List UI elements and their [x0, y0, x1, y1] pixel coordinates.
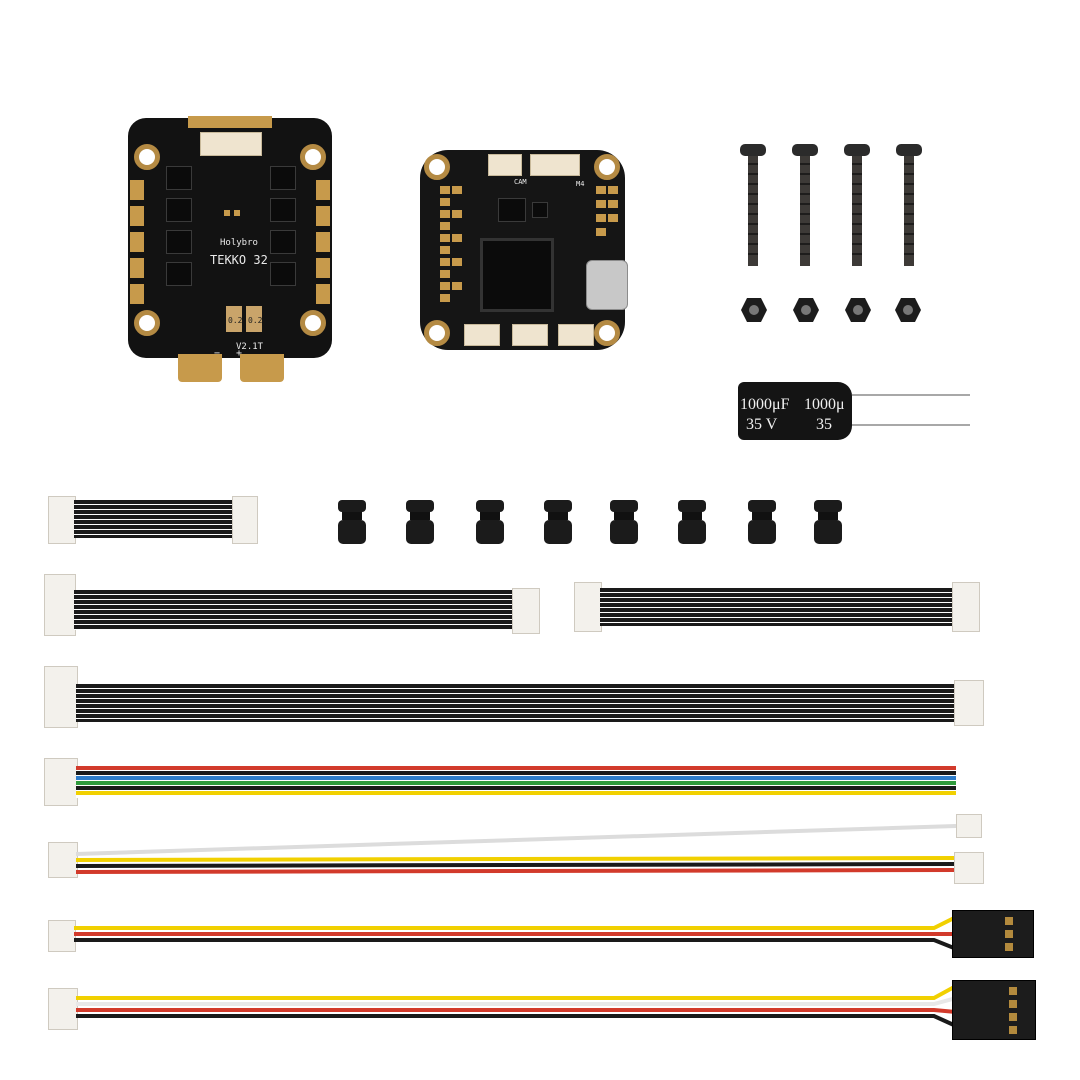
cable-connector: [48, 920, 76, 952]
esc-board: Holybro TEKKO 32 0.2 0.2 V2.1T − +: [128, 116, 332, 382]
esc-plus-label: +: [236, 348, 243, 359]
capacitor-voltage-label-2: 35: [816, 416, 832, 433]
cable-connector: [48, 496, 76, 544]
dupont-connector: [952, 910, 1034, 958]
screw-icon: [792, 144, 818, 266]
rubber-damper-icon: [814, 500, 842, 544]
hex-nut-icon: [895, 298, 921, 322]
rubber-damper-icon: [406, 500, 434, 544]
capacitor-value-label-2: 1000μ: [804, 396, 845, 413]
hex-nut-icon: [845, 298, 871, 322]
capacitor-value-label: 1000μF: [740, 396, 790, 413]
rubber-damper-icon: [338, 500, 366, 544]
hex-nut-icon: [793, 298, 819, 322]
cable-connector: [44, 666, 78, 728]
rubber-damper-icon: [678, 500, 706, 544]
dupont-connector: [952, 980, 1036, 1040]
rubber-damper-icon: [544, 500, 572, 544]
cable-connector: [48, 842, 78, 878]
rubber-damper-icon: [610, 500, 638, 544]
cable-medium-black: [74, 590, 514, 630]
cable-connector: [44, 574, 76, 636]
hex-nut-icon: [741, 298, 767, 322]
esc-version-label: V2.1T: [236, 342, 264, 352]
screw-icon: [844, 144, 870, 266]
cable-short-black: [74, 500, 232, 538]
cable-split-4wire: [76, 824, 957, 874]
cable-connector: [956, 814, 982, 838]
cable-connector: [954, 680, 984, 726]
esc-brand-label: Holybro: [220, 238, 258, 248]
fc-cam-label: CAM: [514, 178, 527, 186]
resistor-label-2: 0.2: [248, 316, 263, 325]
rubber-damper-icon: [476, 500, 504, 544]
cable-connector: [952, 582, 980, 632]
cable-connector: [512, 588, 540, 634]
cable-connector: [44, 758, 78, 806]
resistor-label-1: 0.2: [228, 316, 243, 325]
cable-connector: [232, 496, 258, 544]
cable-long-black: [76, 684, 954, 722]
esc-minus-label: −: [214, 348, 221, 359]
capacitor-voltage-label: 35 V: [746, 416, 778, 433]
fc-m4-label: M4: [576, 180, 585, 188]
cable-medium-black-2: [600, 588, 952, 626]
cable-color-multi: [76, 766, 956, 798]
flight-controller-board: CAM M4: [420, 150, 628, 350]
cable-servo-3wire: [74, 916, 954, 950]
capacitor-lead-2: [852, 424, 970, 426]
screw-icon: [896, 144, 922, 266]
cable-servo-4wire: [76, 984, 956, 1028]
capacitor: 1000μF 1000μ 35 V 35: [738, 382, 852, 440]
rubber-damper-icon: [748, 500, 776, 544]
screw-icon: [740, 144, 766, 266]
capacitor-lead-1: [852, 394, 970, 396]
esc-model-label: TEKKO 32: [210, 253, 268, 267]
cable-connector: [48, 988, 78, 1030]
cable-connector: [954, 852, 984, 884]
cable-connector: [574, 582, 602, 632]
